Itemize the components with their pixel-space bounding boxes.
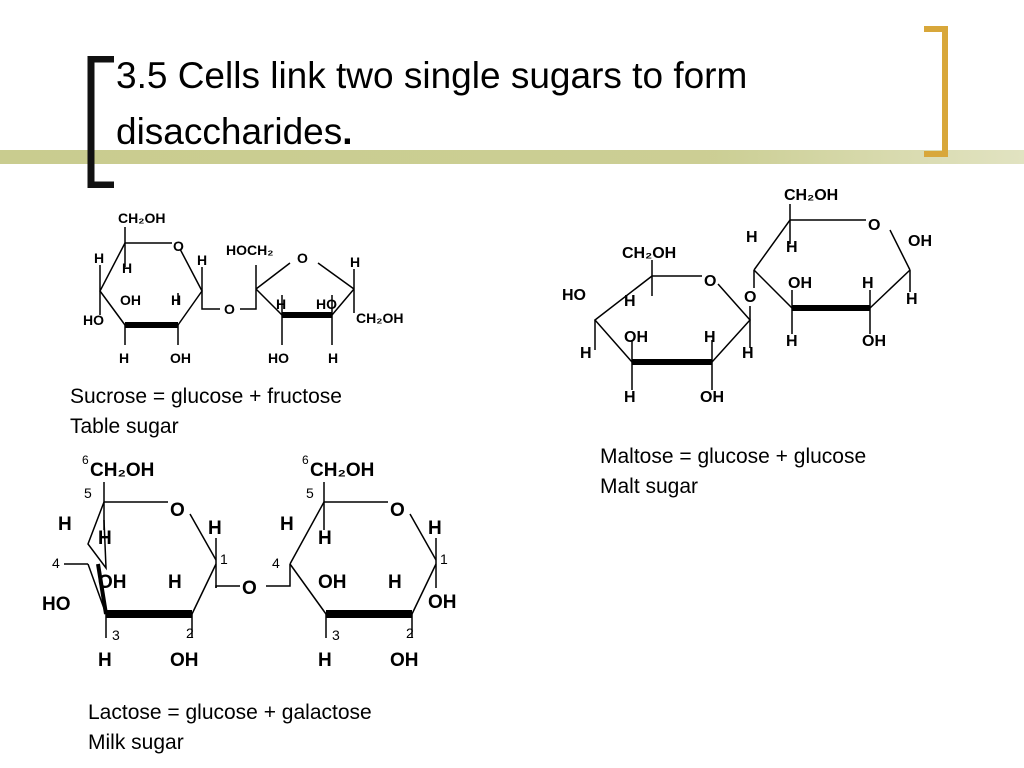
slide-title: 3.5 Cells link two single sugars to form… [116, 48, 876, 160]
sucrose-h-label: H [328, 350, 338, 366]
lactose-carbon3-label: 3 [332, 627, 340, 643]
left-bracket-icon [87, 56, 114, 188]
lactose-carbon1-label: 1 [220, 551, 228, 567]
maltose-glycosidic-oxygen-label: O [744, 289, 756, 306]
slide-title-text: 3.5 Cells link two single sugars to form… [116, 55, 748, 152]
sucrose-ring-oxygen-label: O [297, 250, 308, 266]
sucrose-ch2oh-label: CH₂OH [356, 310, 403, 326]
lactose-carbon6-label: 6 [82, 453, 89, 467]
maltose-caption-line1: Maltose = glucose + glucose [600, 445, 867, 468]
sucrose-ho-label: HO [268, 350, 289, 366]
lactose-oh-label: OH [428, 592, 457, 613]
lactose-oh-label: OH [98, 572, 127, 593]
maltose-h-label: H [624, 293, 636, 310]
lactose-carbon5-label: 5 [306, 485, 314, 501]
right-bracket-icon [924, 26, 948, 157]
maltose-h-label: H [786, 239, 798, 256]
lactose-structure: 6 CH₂OH 5 O H H H 4 OH H 1 HO 3 2 H OH O… [42, 453, 457, 671]
lactose-caption-line2: Milk sugar [88, 731, 184, 754]
sucrose-h-label: H [350, 254, 360, 270]
sucrose-caption: Sucrose = glucose + fructose Table sugar [70, 382, 342, 442]
lactose-h-label: H [58, 514, 72, 535]
lactose-carbon5-label: 5 [84, 485, 92, 501]
lactose-h-label: H [98, 650, 112, 671]
maltose-oh-label: OH [624, 329, 648, 346]
lactose-h-label: H [318, 650, 332, 671]
maltose-oh-label: OH [862, 333, 886, 350]
sucrose-oh-label: OH [120, 292, 141, 308]
maltose-h-label: H [786, 333, 798, 350]
lactose-h-label: H [428, 518, 442, 539]
sucrose-structure: CH₂OH O H H H OH H HO H OH O HOCH₂ O H H… [83, 210, 403, 366]
lactose-oh-label: OH [170, 650, 199, 671]
sucrose-caption-line1: Sucrose = glucose + fructose [70, 385, 342, 408]
lactose-carbon3-label: 3 [112, 627, 120, 643]
lactose-glycosidic-oxygen-label: O [242, 578, 257, 599]
maltose-ho-label: HO [562, 287, 586, 304]
sucrose-h-label: H [171, 292, 181, 308]
maltose-h-label: H [580, 345, 592, 362]
sucrose-ho-label: HO [83, 312, 104, 328]
lactose-oh-label: OH [390, 650, 419, 671]
lactose-h-label: H [98, 528, 112, 549]
maltose-caption-line2: Malt sugar [600, 475, 699, 498]
maltose-h-label: H [746, 229, 758, 246]
maltose-ch2oh-label: CH₂OH [622, 245, 676, 262]
maltose-oh-label: OH [908, 233, 932, 250]
maltose-ring-oxygen-label: O [868, 217, 880, 234]
lactose-h-label: H [318, 528, 332, 549]
lactose-caption-line1: Lactose = glucose + galactose [88, 701, 372, 724]
lactose-carbon4-label: 4 [272, 555, 280, 571]
lactose-ch2oh-label: CH₂OH [310, 460, 374, 481]
lactose-h-label: H [388, 572, 402, 593]
sucrose-h-label: H [122, 260, 132, 276]
maltose-h-label: H [742, 345, 754, 362]
sucrose-ho-label: HO [316, 296, 337, 312]
maltose-ring-oxygen-label: O [704, 273, 716, 290]
sucrose-ring-oxygen-label: O [173, 238, 184, 254]
lactose-carbon2-label: 2 [186, 625, 194, 641]
sucrose-caption-line2: Table sugar [70, 415, 179, 438]
sucrose-h-label: H [276, 296, 286, 312]
lactose-h-label: H [208, 518, 222, 539]
maltose-ch2oh-label: CH₂OH [784, 187, 838, 204]
lactose-h-label: H [280, 514, 294, 535]
lactose-h-label: H [168, 572, 182, 593]
lactose-ring-oxygen-label: O [170, 500, 185, 521]
maltose-oh-label: OH [700, 389, 724, 406]
lactose-carbon1-label: 1 [440, 551, 448, 567]
maltose-oh-label: OH [788, 275, 812, 292]
maltose-caption: Maltose = glucose + glucose Malt sugar [600, 442, 866, 502]
sucrose-hoch2-label: HOCH₂ [226, 242, 273, 258]
lactose-caption: Lactose = glucose + galactose Milk sugar [88, 698, 372, 758]
sucrose-h-label: H [94, 250, 104, 266]
maltose-h-label: H [624, 389, 636, 406]
lactose-carbon2-label: 2 [406, 625, 414, 641]
lactose-carbon6-label: 6 [302, 453, 309, 467]
lactose-ring-oxygen-label: O [390, 500, 405, 521]
title-accent-bar [0, 150, 1024, 164]
sucrose-h-label: H [197, 252, 207, 268]
lactose-ch2oh-label: CH₂OH [90, 460, 154, 481]
maltose-h-label: H [906, 291, 918, 308]
maltose-h-label: H [862, 275, 874, 292]
sucrose-oh-label: OH [170, 350, 191, 366]
sucrose-h-label: H [119, 350, 129, 366]
maltose-structure: CH₂OH O H HO OH H H H H OH O CH₂OH O H H… [562, 187, 932, 406]
lactose-oh-label: OH [318, 572, 347, 593]
slide-title-dot: . [342, 111, 353, 152]
lactose-carbon4-label: 4 [52, 555, 60, 571]
lactose-ho-label: HO [42, 594, 71, 615]
sucrose-glycosidic-oxygen-label: O [224, 301, 235, 317]
sucrose-ch2oh-label: CH₂OH [118, 210, 165, 226]
maltose-h-label: H [704, 329, 716, 346]
